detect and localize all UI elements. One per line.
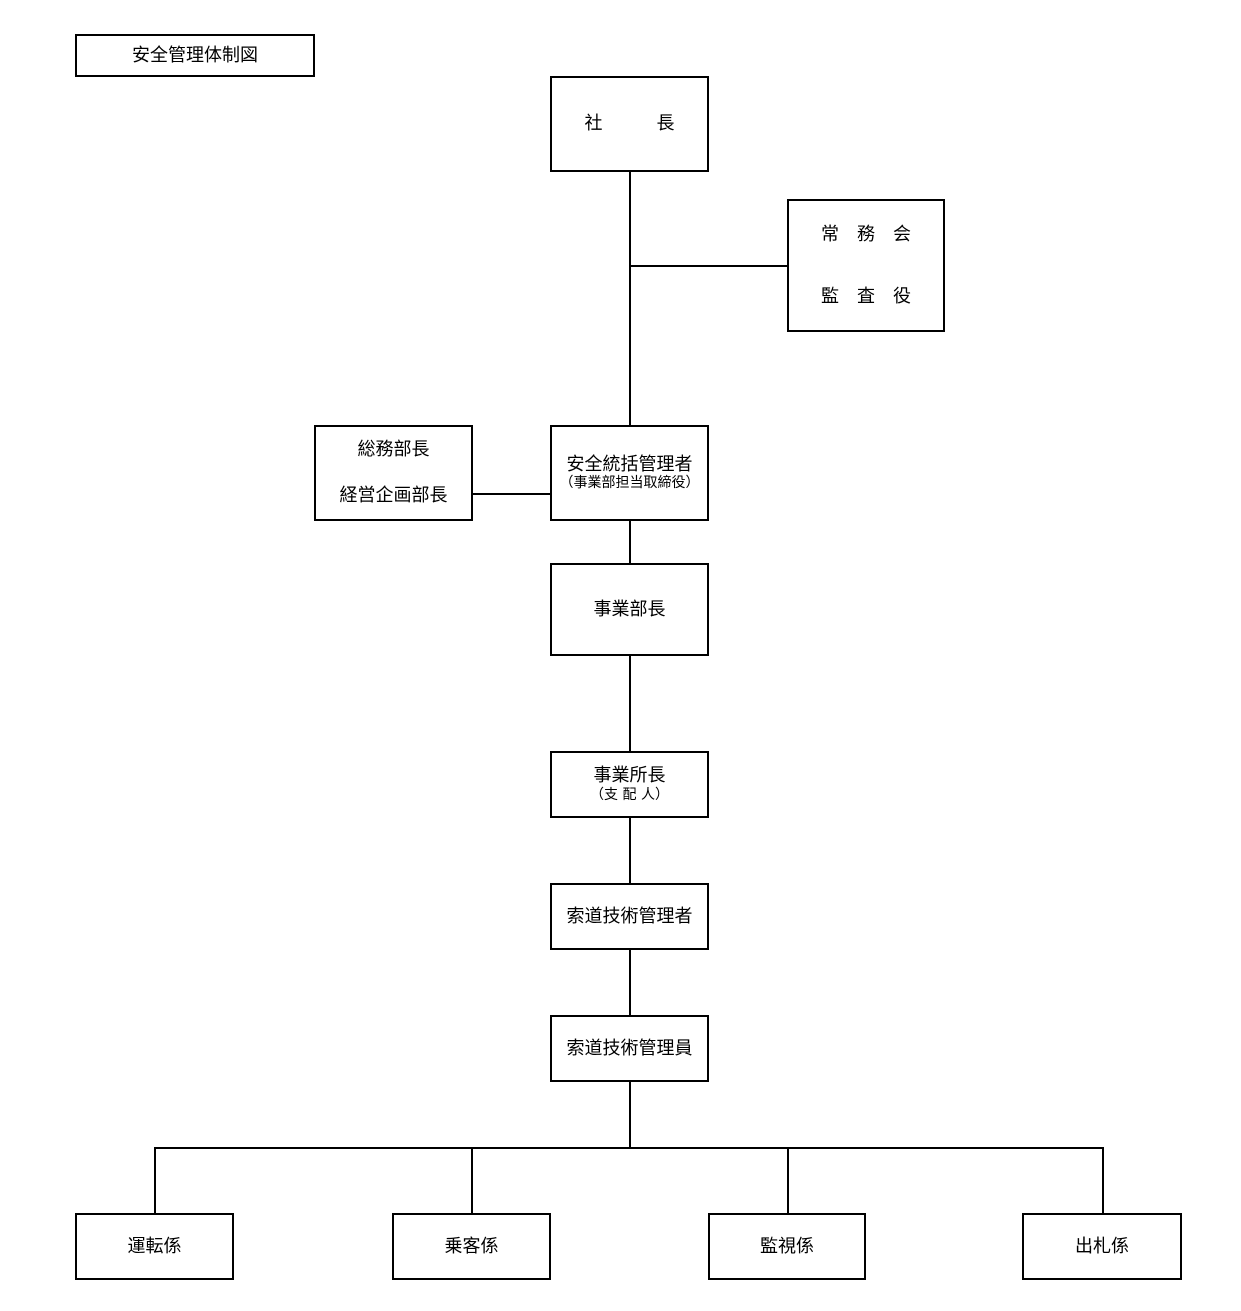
- node-safety-manager-line1: 安全統括管理者: [566, 453, 693, 475]
- node-board-line2: 監 査 役: [821, 285, 911, 307]
- node-ropeway-tech-manager: 索道技術管理者: [550, 883, 709, 950]
- node-staff-monitoring: 監視係: [708, 1213, 866, 1280]
- diagram-title: 安全管理体制図: [75, 34, 315, 77]
- connector-techmanager-techstaff: [629, 949, 631, 1016]
- connector-board: [629, 265, 788, 267]
- node-safety-manager: 安全統括管理者 （事業部担当取締役）: [550, 425, 709, 521]
- node-general-affairs-line2: 経営企画部長: [339, 485, 448, 506]
- connector-office-techmanager: [629, 817, 631, 884]
- node-ropeway-tech-manager-label: 索道技術管理者: [566, 905, 693, 927]
- connector-techstaff-bus: [629, 1081, 631, 1148]
- node-staff-operation: 運転係: [75, 1213, 234, 1280]
- diagram-title-text: 安全管理体制図: [132, 44, 258, 66]
- connector-president-safety: [629, 171, 631, 426]
- connector-general-affairs: [472, 493, 551, 495]
- node-president-label: 社 長: [584, 113, 675, 135]
- node-ropeway-tech-staff-label: 索道技術管理員: [566, 1037, 693, 1059]
- node-office-head: 事業所長 （支 配 人）: [550, 751, 709, 818]
- connector-staff-1: [154, 1147, 156, 1214]
- node-staff-ticketing-label: 出札係: [1075, 1235, 1129, 1257]
- node-staff-monitoring-label: 監視係: [760, 1235, 814, 1257]
- node-office-head-line2: （支 配 人）: [590, 786, 669, 803]
- node-board-line1: 常 務 会: [821, 223, 911, 245]
- node-staff-ticketing: 出札係: [1022, 1213, 1182, 1280]
- node-board: 常 務 会 監 査 役: [787, 199, 945, 332]
- node-general-affairs: 総務部長 経営企画部長: [314, 425, 473, 521]
- connector-safety-division: [629, 520, 631, 564]
- node-division-head-label: 事業部長: [593, 598, 666, 620]
- node-ropeway-tech-staff: 索道技術管理員: [550, 1015, 709, 1082]
- connector-division-office: [629, 655, 631, 752]
- connector-staff-2: [471, 1147, 473, 1214]
- connector-staff-3: [787, 1147, 789, 1214]
- node-staff-passenger: 乗客係: [392, 1213, 551, 1280]
- connector-staff-4: [1102, 1147, 1104, 1214]
- node-staff-passenger-label: 乗客係: [444, 1235, 499, 1257]
- node-office-head-line1: 事業所長: [593, 765, 666, 787]
- node-safety-manager-line2: （事業部担当取締役）: [559, 475, 700, 492]
- node-president: 社 長: [550, 76, 709, 172]
- connector-staff-bus: [154, 1147, 1104, 1149]
- node-division-head: 事業部長: [550, 563, 709, 656]
- node-general-affairs-line1: 総務部長: [357, 439, 430, 461]
- node-staff-operation-label: 運転係: [127, 1235, 182, 1257]
